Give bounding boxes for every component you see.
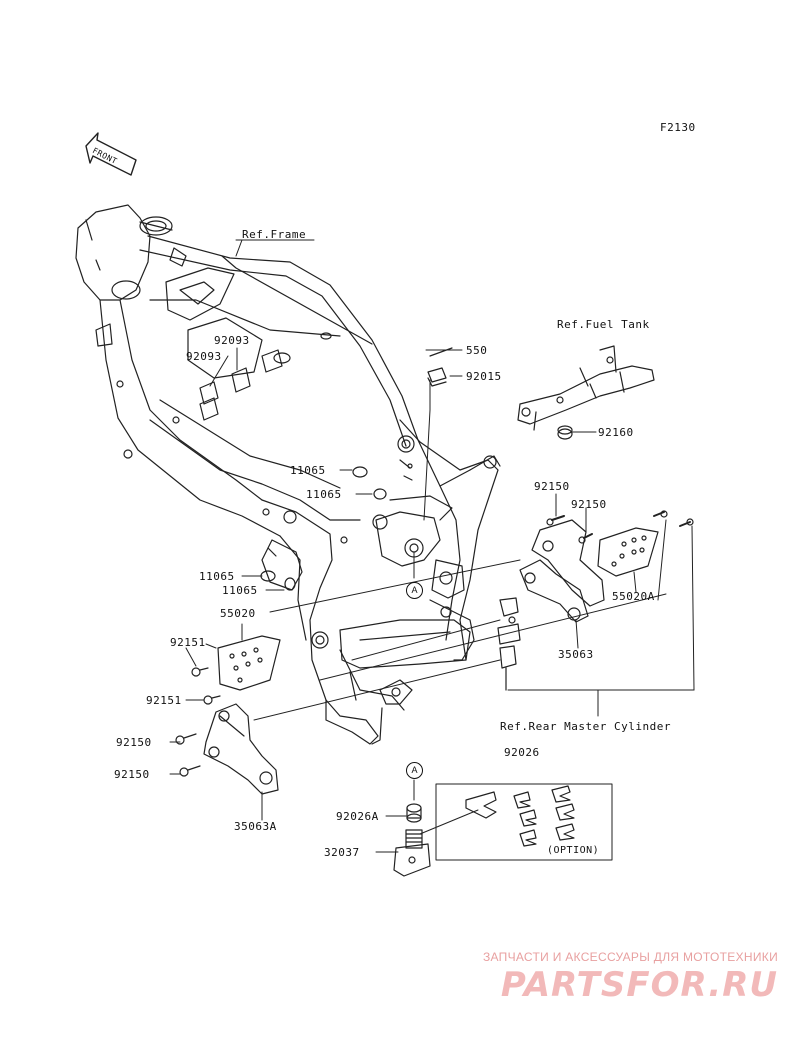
leader-lines [169, 239, 695, 853]
right-footrest-assembly [497, 510, 694, 691]
part-label-550: 550 [466, 344, 488, 357]
part-label-92150-r2: 92150 [571, 498, 607, 511]
part-label-92015: 92015 [466, 370, 502, 383]
watermark-caption: ЗАПЧАСТИ И АКСЕССУАРЫ ДЛЯ МОТОТЕХНИКИ [482, 950, 778, 964]
part-label-92150-l2: 92150 [114, 768, 150, 781]
part-label-11065-d: 11065 [222, 584, 258, 597]
part-label-92093-a: 92093 [214, 334, 250, 347]
ref-frame-label: Ref.Frame [242, 228, 307, 241]
part-label-32037: 32037 [324, 846, 360, 859]
part-label-11065-b: 11065 [306, 488, 342, 501]
part-label-55020: 55020 [220, 607, 256, 620]
part-label-92150-r1: 92150 [534, 480, 570, 493]
part-label-92160: 92160 [598, 426, 634, 439]
part-label-55020a: 55020A [612, 590, 655, 603]
left-footrest-assembly [175, 635, 281, 795]
ref-rear-master-cylinder-label: Ref.Rear Master Cylinder [500, 720, 671, 733]
shim-set [465, 785, 575, 847]
part-label-92026a: 92026A [336, 810, 379, 823]
part-92093-patches [199, 349, 283, 421]
option-box [435, 783, 613, 861]
collar-and-stud [393, 803, 431, 877]
callout-marker-a-frame: A [406, 582, 423, 599]
part-label-35063: 35063 [558, 648, 594, 661]
assembly-lines [253, 559, 667, 721]
option-label: (OPTION) [547, 845, 600, 856]
watermark-logo: PARTSFOR.RU [500, 965, 778, 1005]
front-arrow-icon [85, 132, 137, 176]
main-frame [75, 204, 501, 745]
ref-fuel-tank-label: Ref.Fuel Tank [557, 318, 650, 331]
part-label-92151-a: 92151 [170, 636, 206, 649]
grommets-11065 [260, 466, 387, 591]
part-label-92151-b: 92151 [146, 694, 182, 707]
part-label-11065-c: 11065 [199, 570, 235, 583]
part-label-92150-l1: 92150 [116, 736, 152, 749]
part-label-11065-a: 11065 [290, 464, 326, 477]
part-label-92093-b: 92093 [186, 350, 222, 363]
callout-marker-a-detail: A [406, 762, 423, 779]
part-label-35063a: 35063A [234, 820, 277, 833]
part-label-92026: 92026 [504, 746, 540, 759]
fuel-tank-bracket [517, 345, 655, 440]
part-550-92015 [427, 347, 453, 387]
diagram-code: F2130 [660, 121, 696, 134]
